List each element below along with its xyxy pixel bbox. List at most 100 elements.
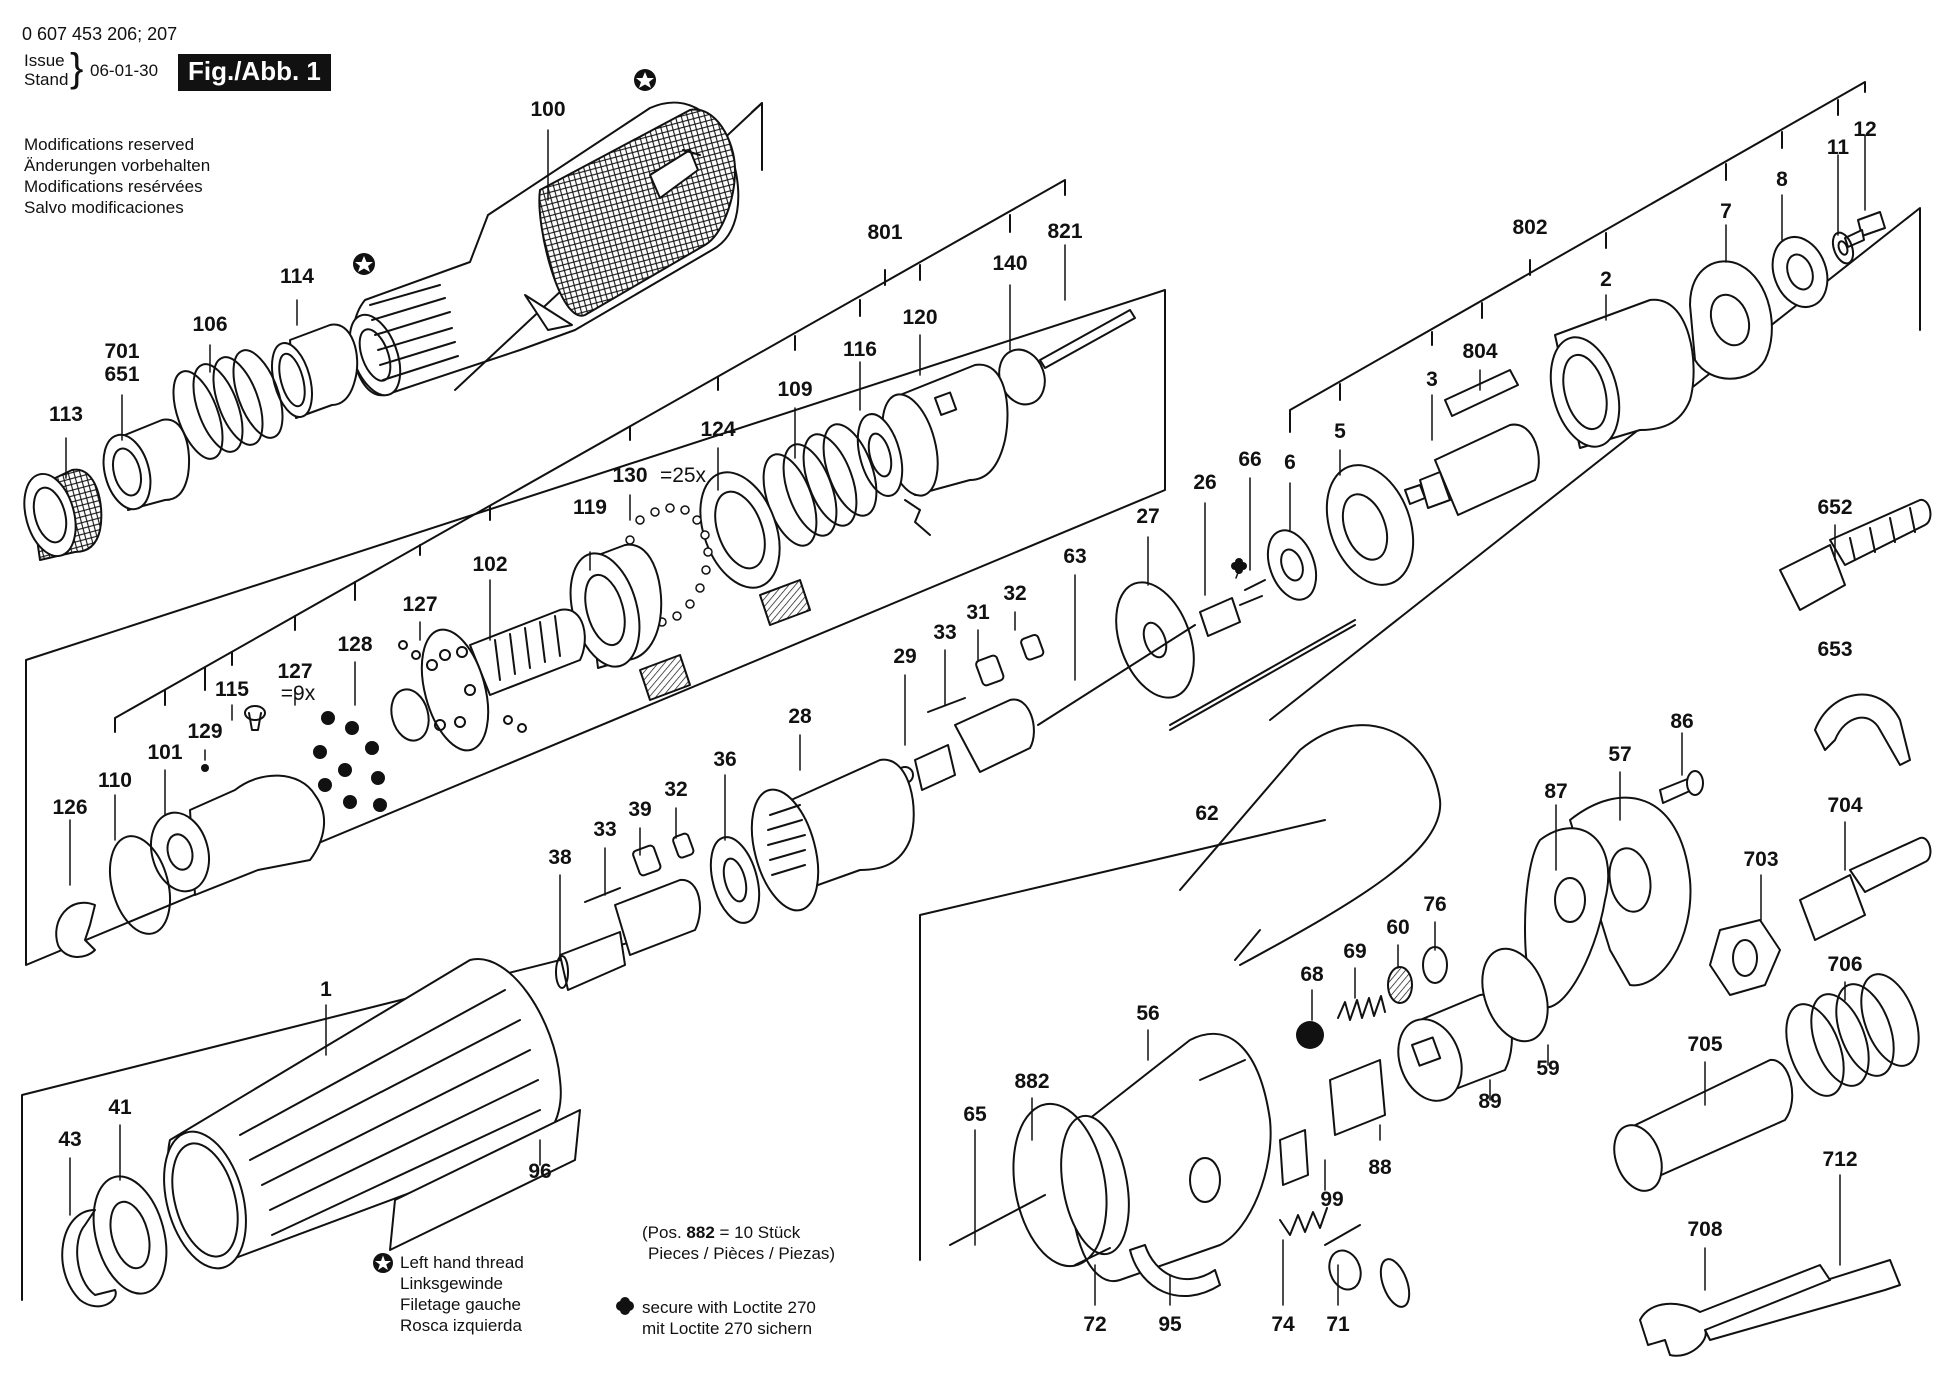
- callout-part-89: 89: [1478, 1090, 1502, 1113]
- callout-part-32b: 32: [664, 778, 688, 801]
- callout-part-66: 66: [1238, 448, 1262, 471]
- part-705-sleeve: [1613, 1058, 1794, 1192]
- part-68-ball: [1296, 1021, 1324, 1049]
- modifications-line: Modifications resérvées: [24, 177, 203, 196]
- loctite-note: secure with Loctite 270 mit Loctite 270 …: [614, 1297, 816, 1339]
- callout-part-6: 6: [1284, 451, 1296, 474]
- modifications-line: Änderungen vorbehalten: [24, 156, 211, 175]
- callout-part-41: 41: [108, 1096, 132, 1119]
- panel-outline-bottom-right: [919, 819, 1326, 1261]
- callout-part-128: 128: [337, 633, 373, 656]
- callout-part-39: 39: [628, 798, 652, 821]
- leader-lines: [65, 129, 1866, 1306]
- part-124-ring: [699, 471, 811, 626]
- part-128-balls: [313, 711, 387, 812]
- callout-part-653: 653: [1817, 638, 1853, 661]
- bracket-802: [1289, 81, 1866, 433]
- callout-part-32a: 32: [1003, 582, 1027, 605]
- callout-part-130-qty: =25x: [659, 464, 707, 487]
- note-text: = 10 Stück: [714, 1223, 801, 1242]
- part-87-gasket: [1524, 827, 1610, 1009]
- part-26-pinion: [1199, 595, 1263, 637]
- part-5-endplate: [1325, 464, 1415, 586]
- note-bold: 882: [686, 1223, 715, 1242]
- bracket-801: [114, 179, 1066, 733]
- callout-part-651: 651: [104, 363, 140, 386]
- callout-part-74: 74: [1271, 1313, 1295, 1336]
- issue-date: 06-01-30: [90, 61, 159, 80]
- position-note-line1: (Pos. 882 = 10 Stück: [642, 1222, 835, 1243]
- callout-part-71: 71: [1326, 1313, 1350, 1336]
- part-701-sleeve: [102, 418, 191, 511]
- part-32b-gear: [672, 832, 695, 859]
- callout-part-109: 109: [777, 378, 813, 401]
- note-line: Linksgewinde: [400, 1274, 504, 1293]
- issue-label: Issue: [24, 51, 65, 70]
- callout-part-63: 63: [1063, 545, 1087, 568]
- callout-part-703: 703: [1743, 848, 1779, 871]
- part-102-shaft: [390, 608, 586, 752]
- callout-part-11: 11: [1826, 136, 1850, 159]
- panel-outline-top: [454, 102, 763, 391]
- four-leaf-clover-icon: [1231, 558, 1247, 579]
- callout-part-140: 140: [992, 252, 1028, 275]
- callout-part-1: 1: [320, 978, 332, 1001]
- note-line: Left hand thread: [400, 1253, 524, 1272]
- part-63-rod: [1037, 624, 1196, 726]
- part-109-spring: [762, 423, 878, 547]
- callout-part-27: 27: [1136, 505, 1160, 528]
- panel-outline-right: [1269, 207, 1921, 721]
- part-96-shield: [389, 1109, 581, 1251]
- part-704-nipple: [1799, 836, 1932, 941]
- issue-stand-label: Issue Stand: [24, 51, 68, 89]
- part-706-spring: [1785, 973, 1920, 1097]
- part-113-knurled-nut: [23, 468, 103, 561]
- callout-part-127b-qty: =9x: [280, 682, 316, 705]
- part-28-ring-gear: [750, 758, 915, 912]
- part-38-spindle: [555, 878, 701, 991]
- part-100-housing: [348, 101, 740, 397]
- callout-part-115: 115: [215, 678, 249, 701]
- part-804-vane: [1444, 369, 1519, 417]
- part-2-cylinder: [1549, 298, 1695, 449]
- part-65-pin: [949, 1194, 1046, 1246]
- part-76-spring: [1422, 946, 1448, 984]
- callout-part-7: 7: [1720, 200, 1732, 223]
- position-note-line2: Pieces / Pièces / Piezas): [648, 1244, 836, 1263]
- callout-part-33b: 33: [593, 818, 617, 841]
- callout-part-87: 87: [1544, 780, 1568, 803]
- callout-part-86: 86: [1670, 710, 1694, 733]
- star-in-circle-icon: [634, 69, 656, 91]
- part-652-nipple: [1779, 498, 1932, 611]
- part-33b-pin: [584, 887, 621, 903]
- callout-part-126: 126: [52, 796, 88, 819]
- callout-part-804: 804: [1462, 340, 1498, 363]
- callout-part-129: 129: [187, 720, 223, 743]
- callout-part-113: 113: [49, 403, 83, 426]
- callout-part-95: 95: [1158, 1313, 1182, 1336]
- part-33a-pin: [927, 697, 966, 713]
- callout-part-706: 706: [1827, 953, 1863, 976]
- part-7-endplate: [1689, 260, 1773, 380]
- part-119-ring: [569, 543, 691, 701]
- part-43-circlip: [61, 1209, 117, 1308]
- part-74-spring: [1279, 1207, 1328, 1236]
- part-6-bearing: [1244, 529, 1318, 601]
- part-66-rod: [1169, 619, 1356, 726]
- part-39-gear: [632, 844, 662, 877]
- note-text: (Pos.: [642, 1223, 687, 1242]
- note-line: Rosca izquierda: [400, 1316, 522, 1335]
- callout-part-110: 110: [98, 769, 132, 792]
- part-882-oring: [1012, 1102, 1108, 1268]
- callout-part-652: 652: [1817, 496, 1853, 519]
- part-653-clip: [1814, 693, 1911, 766]
- callout-part-43: 43: [58, 1128, 82, 1151]
- callout-part-127a: 127: [402, 593, 438, 616]
- modifications-line: Modifications reserved: [24, 135, 195, 154]
- callout-part-708: 708: [1687, 1218, 1723, 1241]
- part-101-housing: [150, 774, 326, 896]
- callout-part-62: 62: [1195, 802, 1219, 825]
- part-129-ball: [201, 764, 209, 772]
